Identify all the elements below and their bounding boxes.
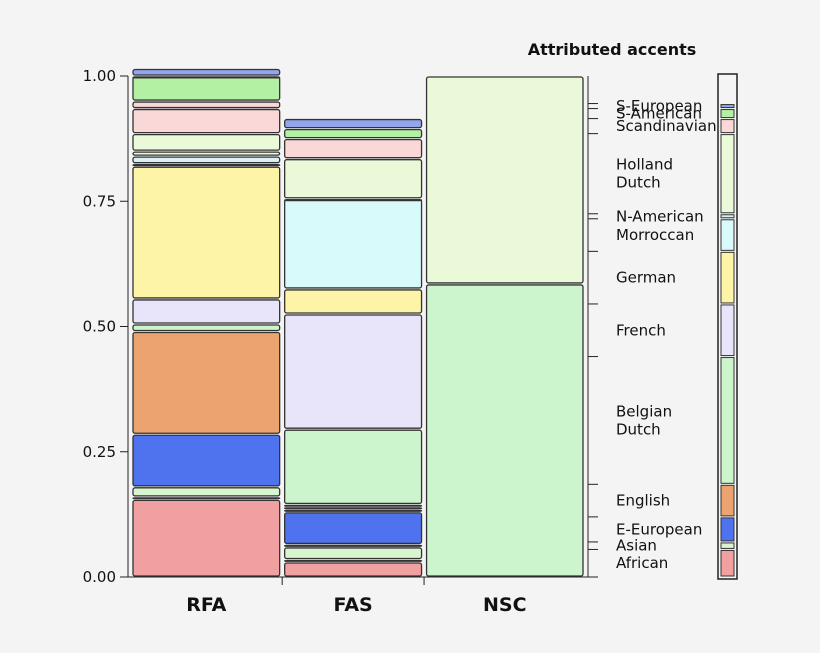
x-category-label: FAS (334, 594, 373, 616)
accent-label: African (616, 554, 668, 572)
x-category-label: RFA (186, 594, 226, 616)
legend-title: Attributed accents (528, 40, 697, 59)
accent-label: Belgian (616, 402, 672, 420)
accent-label: E-European (616, 520, 702, 538)
accent-label: Dutch (616, 420, 661, 438)
mosaic-tiles (132, 68, 584, 577)
tile-rfa-holland-dutch (132, 151, 281, 156)
legend-swatch-french (720, 304, 735, 357)
tile-fas-english (284, 507, 423, 510)
tile-fas-scandinavian (284, 138, 423, 159)
tile-fas-african (284, 562, 423, 577)
tile-nsc-belgian-dutch (425, 284, 584, 577)
y-axis: 0.00 0.25 0.50 0.75 1.00 (83, 67, 129, 586)
accent-label: Dutch (616, 174, 661, 192)
legend-swatch-african (720, 549, 735, 577)
legend-swatch-scandinavian (720, 119, 735, 134)
y-tick-label: 0.25 (83, 443, 116, 461)
tile-fas-english (284, 504, 423, 507)
tile-rfa-asian (132, 497, 281, 500)
tile-rfa-belgian-dutch (132, 324, 281, 332)
accent-label: S-European (616, 97, 702, 115)
y-tick-label: 0.00 (83, 568, 116, 586)
tile-rfa-african (132, 499, 281, 577)
x-axis: RFA FAS NSC (128, 576, 588, 616)
accent-label: Holland (616, 156, 673, 174)
accent-label: Asian (616, 537, 657, 555)
tile-fas-n-american (284, 199, 423, 202)
tile-fas-french (284, 314, 423, 429)
y-tick-label: 0.75 (83, 192, 116, 210)
accent-label: S-American (616, 105, 702, 123)
tile-rfa-s-european (132, 68, 281, 76)
y-tick-label: 1.00 (83, 67, 116, 85)
legend-bar-frame (717, 73, 738, 580)
legend-swatch-n-american (720, 214, 735, 219)
tile-fas-e-european (284, 512, 423, 545)
tile-fas-african (284, 559, 423, 562)
legend-swatch-english (720, 484, 735, 517)
accent-label: Scandinavian (616, 117, 717, 135)
legend-swatch-e-european (720, 517, 735, 542)
tile-rfa-scandinavian (132, 101, 281, 109)
tile-rfa-german (132, 166, 281, 299)
accent-label: Morroccan (616, 226, 694, 244)
legend-swatch-asian (720, 542, 735, 549)
accent-label: English (616, 492, 670, 510)
legend-swatch-belgian-dutch (720, 357, 735, 484)
tile-fas-holland-dutch (284, 159, 423, 199)
tile-rfa-morroccan (132, 164, 281, 167)
legend-swatch-s-european (720, 104, 735, 109)
tile-rfa-s-american (132, 76, 281, 79)
legend-swatch-holland-dutch (720, 134, 735, 214)
tile-fas-asian (284, 547, 423, 560)
tile-rfa-scandinavian (132, 108, 281, 134)
tile-fas-belgian-dutch (284, 429, 423, 505)
tile-fas-german (284, 289, 423, 314)
accent-label: French (616, 321, 666, 339)
legend-swatch-morroccan (720, 219, 735, 251)
tile-rfa-s-american (132, 76, 281, 101)
tile-fas-morroccan (284, 199, 423, 289)
y-tick-label: 0.50 (83, 318, 116, 336)
accent-label: N-American (616, 207, 704, 225)
tile-rfa-n-american (132, 156, 281, 164)
tile-nsc-holland-dutch (425, 76, 584, 284)
tile-rfa-asian (132, 487, 281, 497)
tile-rfa-e-european (132, 434, 281, 487)
tile-fas-s-american (284, 128, 423, 139)
tile-fas-s-european (284, 118, 423, 129)
tile-rfa-holland-dutch (132, 133, 281, 151)
x-category-label: NSC (483, 594, 527, 616)
tile-rfa-english (132, 331, 281, 434)
tile-fas-e-european (284, 509, 423, 512)
legend-swatch-s-american (720, 109, 735, 119)
legend-swatch-german (720, 251, 735, 304)
accent-label: German (616, 269, 676, 287)
tile-rfa-french (132, 299, 281, 324)
tile-fas-asian (284, 544, 423, 547)
legend: Attributed accents AfricanAsianE-Europea… (528, 40, 738, 580)
